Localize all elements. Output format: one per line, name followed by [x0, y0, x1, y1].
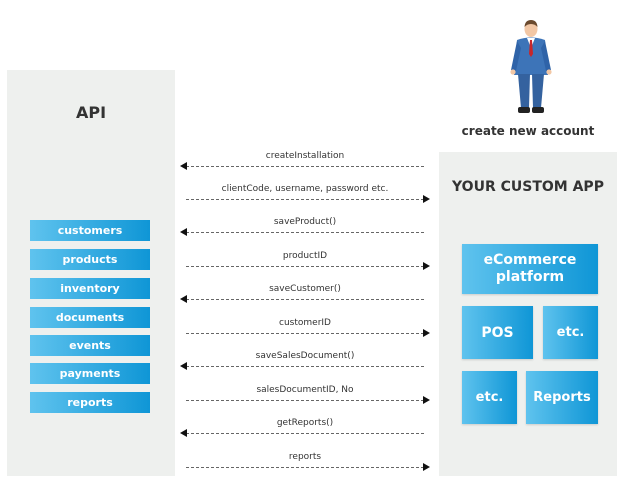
message-label: getReports()	[276, 418, 334, 428]
api-item-inventory: inventory	[30, 278, 150, 299]
api-item-customers: customers	[30, 220, 150, 241]
dashed-line	[186, 433, 424, 434]
arrow-left-icon	[180, 295, 187, 303]
message-label: saveCustomer()	[269, 284, 341, 294]
tile-etc-bottom: etc.	[462, 371, 517, 424]
message-get-reports: getReports()	[180, 418, 430, 440]
person-icon	[510, 20, 552, 113]
arrow-left-icon	[180, 162, 187, 170]
dashed-line	[186, 166, 424, 167]
arrow-right-icon	[423, 463, 430, 471]
message-create-installation: createInstallation	[180, 151, 430, 173]
api-item-documents: documents	[30, 307, 150, 328]
dashed-line	[186, 232, 424, 233]
api-title: API	[75, 103, 107, 122]
message-save-product: saveProduct()	[180, 217, 430, 239]
message-label: saveProduct()	[273, 217, 337, 227]
message-sales-document-id: salesDocumentID, No	[180, 385, 430, 407]
custom-app-title: YOUR CUSTOM APP	[452, 179, 604, 195]
api-item-payments: payments	[30, 363, 150, 384]
message-customer-id: customerID	[180, 318, 430, 340]
message-client-credentials: clientCode, username, password etc.	[180, 184, 430, 206]
arrow-right-icon	[423, 396, 430, 404]
message-label: reports	[288, 452, 322, 462]
message-label: saveSalesDocument()	[255, 351, 355, 361]
arrow-right-icon	[423, 195, 430, 203]
dashed-line	[186, 333, 424, 334]
tile-reports: Reports	[526, 371, 598, 424]
message-product-id: productID	[180, 251, 430, 273]
message-reports: reports	[180, 452, 430, 474]
api-item-products: products	[30, 249, 150, 270]
message-save-customer: saveCustomer()	[180, 284, 430, 306]
message-save-sales-document: saveSalesDocument()	[180, 351, 430, 373]
api-panel: API customers products inventory documen…	[7, 70, 175, 476]
person-caption: create new account	[461, 124, 595, 138]
arrow-right-icon	[423, 262, 430, 270]
message-label: productID	[282, 251, 328, 261]
api-item-events: events	[30, 335, 150, 356]
message-label: clientCode, username, password etc.	[221, 184, 389, 194]
dashed-line	[186, 366, 424, 367]
message-label: salesDocumentID, No	[256, 385, 354, 395]
arrow-left-icon	[180, 429, 187, 437]
api-item-reports: reports	[30, 392, 150, 413]
arrow-right-icon	[423, 329, 430, 337]
arrow-left-icon	[180, 228, 187, 236]
tile-ecommerce-platform: eCommerce platform	[462, 244, 598, 294]
tile-etc-top: etc.	[543, 306, 598, 359]
tile-pos: POS	[462, 306, 533, 359]
dashed-line	[186, 266, 424, 267]
dashed-line	[186, 400, 424, 401]
message-label: customerID	[279, 318, 331, 328]
custom-app-panel: YOUR CUSTOM APP eCommerce platform POS e…	[439, 152, 617, 476]
dashed-line	[186, 299, 424, 300]
dashed-line	[186, 467, 424, 468]
message-label: createInstallation	[265, 151, 345, 161]
dashed-line	[186, 199, 424, 200]
arrow-left-icon	[180, 362, 187, 370]
